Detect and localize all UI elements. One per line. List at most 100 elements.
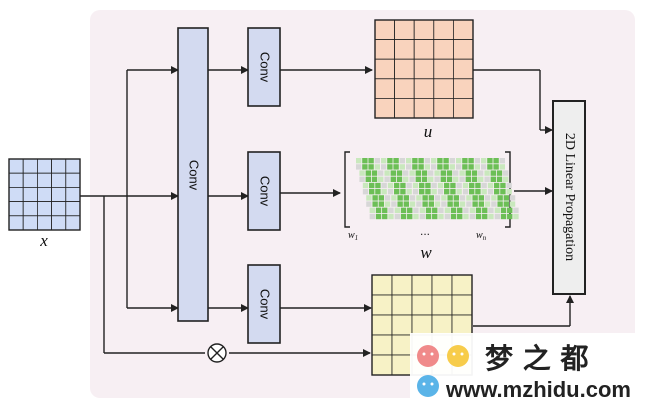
grid-x-cell: [65, 215, 81, 231]
grid-x-cell: [8, 172, 24, 188]
grid-u-cell: [433, 78, 454, 99]
weight-cell: [441, 195, 447, 201]
weight-cell: [375, 213, 382, 220]
weight-cell: [513, 213, 519, 220]
weight-cell: [497, 195, 503, 201]
weight-cell: [384, 170, 390, 176]
weight-cell: [403, 176, 409, 182]
weight-cell: [447, 201, 453, 207]
weight-cell: [406, 189, 412, 195]
watermark-url: www.mzhidu.com: [445, 377, 631, 402]
input-grid-x: [8, 158, 81, 231]
weight-cell: [469, 207, 476, 213]
conv-bottom-label: Conv: [258, 289, 273, 320]
weight-cell: [462, 164, 468, 170]
weight-cell: [403, 201, 410, 207]
weight-cell: [494, 189, 500, 195]
weight-cell: [449, 158, 455, 164]
weight-cell: [394, 207, 401, 213]
grid-x-cell: [8, 186, 24, 202]
output-grid-u: [374, 19, 474, 119]
grid-b-cell: [451, 294, 473, 316]
label-x: x: [39, 231, 48, 250]
weight-cell: [391, 201, 397, 207]
weight-cell: [478, 201, 485, 207]
weight-cell: [462, 158, 468, 164]
weight-cell: [450, 182, 456, 189]
weight-cell: [481, 182, 487, 189]
conv-top-label: Conv: [258, 52, 273, 83]
weight-cell: [438, 213, 444, 220]
weight-cell: [437, 158, 443, 164]
weight-cell: [406, 182, 412, 189]
weight-cell: [497, 201, 503, 207]
weight-cell: [381, 189, 387, 195]
grid-u-cell: [413, 58, 435, 80]
weight-cell: [513, 207, 519, 213]
weight-cell: [412, 182, 419, 189]
weight-cell: [418, 158, 424, 164]
weight-cell: [446, 176, 453, 182]
weight-cell: [419, 213, 426, 220]
weight-cell: [487, 182, 494, 189]
weight-cell: [397, 201, 403, 207]
weight-cell: [471, 170, 478, 176]
weight-cell: [507, 207, 513, 213]
watermark-chinese: 梦 之 都: [485, 342, 589, 375]
grid-b-cell: [451, 274, 473, 296]
weight-cell: [394, 189, 400, 195]
weight-cell: [375, 207, 382, 213]
weight-cell: [381, 164, 387, 170]
weight-cell: [403, 195, 410, 201]
weight-cell: [359, 176, 365, 182]
weight-cell: [371, 176, 378, 182]
weight-cell: [453, 201, 460, 207]
weight-cell: [424, 158, 430, 164]
weight-cell: [444, 207, 451, 213]
weight-cell: [468, 158, 474, 164]
weight-cell: [431, 164, 437, 170]
conv-main-label: Conv: [187, 160, 202, 191]
weight-cell: [472, 201, 478, 207]
grid-x-cell: [65, 186, 81, 202]
weight-cell: [438, 207, 444, 213]
weight-cell: [422, 195, 428, 201]
weight-cell: [456, 189, 462, 195]
weight-cell: [409, 201, 416, 207]
weight-cell: [415, 170, 422, 176]
weight-cell: [474, 158, 480, 164]
weight-cell: [450, 207, 457, 213]
grid-b-cell: [431, 274, 453, 296]
weight-cell: [425, 182, 431, 189]
weight-cell: [425, 213, 432, 220]
weight-cell: [382, 207, 388, 213]
weight-cell: [421, 176, 428, 182]
label-w: w: [420, 243, 432, 262]
grid-u-cell: [374, 39, 396, 60]
weight-cell: [450, 213, 457, 220]
grid-x-cell: [37, 158, 53, 174]
weight-cell: [422, 201, 428, 207]
weight-cell: [387, 182, 394, 189]
grid-x-border: [8, 158, 81, 231]
weight-cell: [500, 189, 506, 195]
weight-cell: [478, 176, 484, 182]
grid-b-cell: [451, 314, 473, 336]
weight-cell: [378, 176, 384, 182]
weight-cell: [469, 213, 476, 220]
weight-cell: [443, 164, 449, 170]
label-u: u: [424, 122, 433, 141]
weight-cell: [409, 176, 415, 182]
weight-cell: [465, 170, 472, 176]
weight-cell: [459, 170, 465, 176]
grid-b-cell: [371, 334, 393, 356]
weight-cell: [490, 170, 497, 176]
weight-cell: [494, 213, 501, 220]
weight-cell: [375, 189, 381, 195]
conv-bottom-block: [247, 264, 281, 344]
ellipsis: ...: [420, 224, 430, 238]
grid-u-cell: [374, 58, 396, 80]
weight-cell: [469, 189, 475, 195]
weight-cell: [496, 170, 503, 176]
